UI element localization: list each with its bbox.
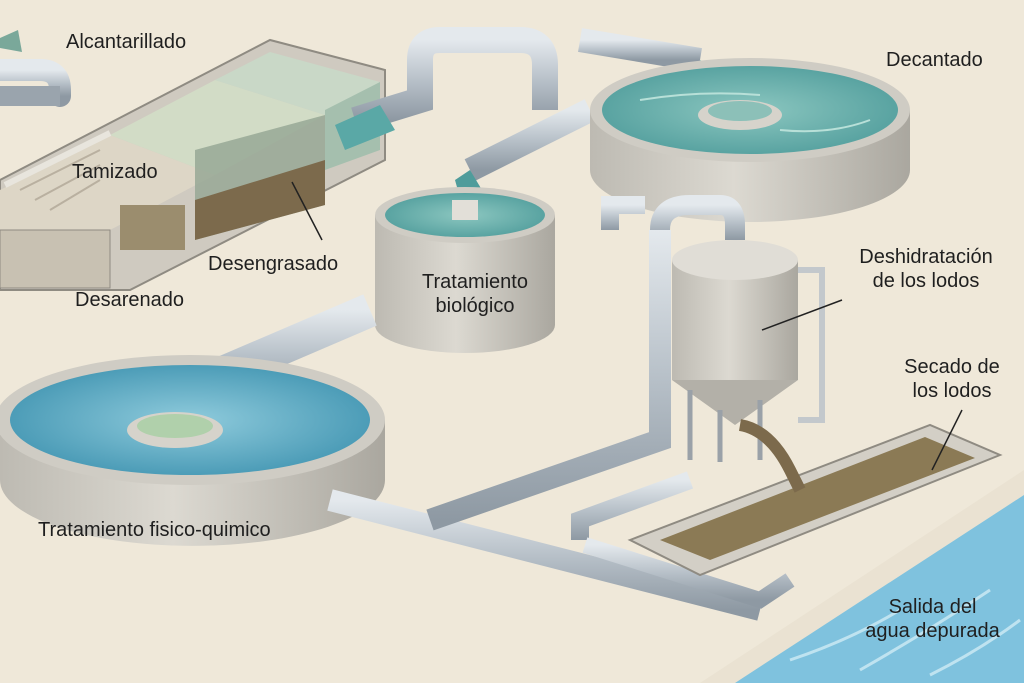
label-secado: Secado de los lodos xyxy=(904,356,1000,402)
transfer-pipes-top xyxy=(335,27,745,205)
label-desengrasado: Desengrasado xyxy=(208,253,339,275)
label-salida-agua: Salida del agua depurada xyxy=(865,596,1000,642)
biological-tank xyxy=(375,187,555,353)
dewatering-vessel xyxy=(672,240,825,493)
label-alcantarillado: Alcantarillado xyxy=(66,31,187,53)
physicochemical-tank xyxy=(0,355,385,546)
distribution-pipes-bottom xyxy=(327,195,795,621)
label-tratamiento-biologico: Tratamiento biológico xyxy=(422,271,528,317)
pretreatment-channel xyxy=(0,38,386,291)
label-tratamiento-fisico-quimico: Tratamiento fisico-quimico xyxy=(38,519,271,541)
label-desarenado: Desarenado xyxy=(75,289,184,311)
decanter-tank xyxy=(590,58,910,222)
label-deshidratacion: Deshidratación de los lodos xyxy=(859,246,993,292)
leader-lines xyxy=(291,181,963,471)
sludge-drying-bed xyxy=(627,423,1003,577)
label-decantado: Decantado xyxy=(886,49,983,71)
inlet-pipe xyxy=(0,30,71,107)
river-outflow xyxy=(700,470,1024,683)
label-tamizado: Tamizado xyxy=(72,161,158,183)
